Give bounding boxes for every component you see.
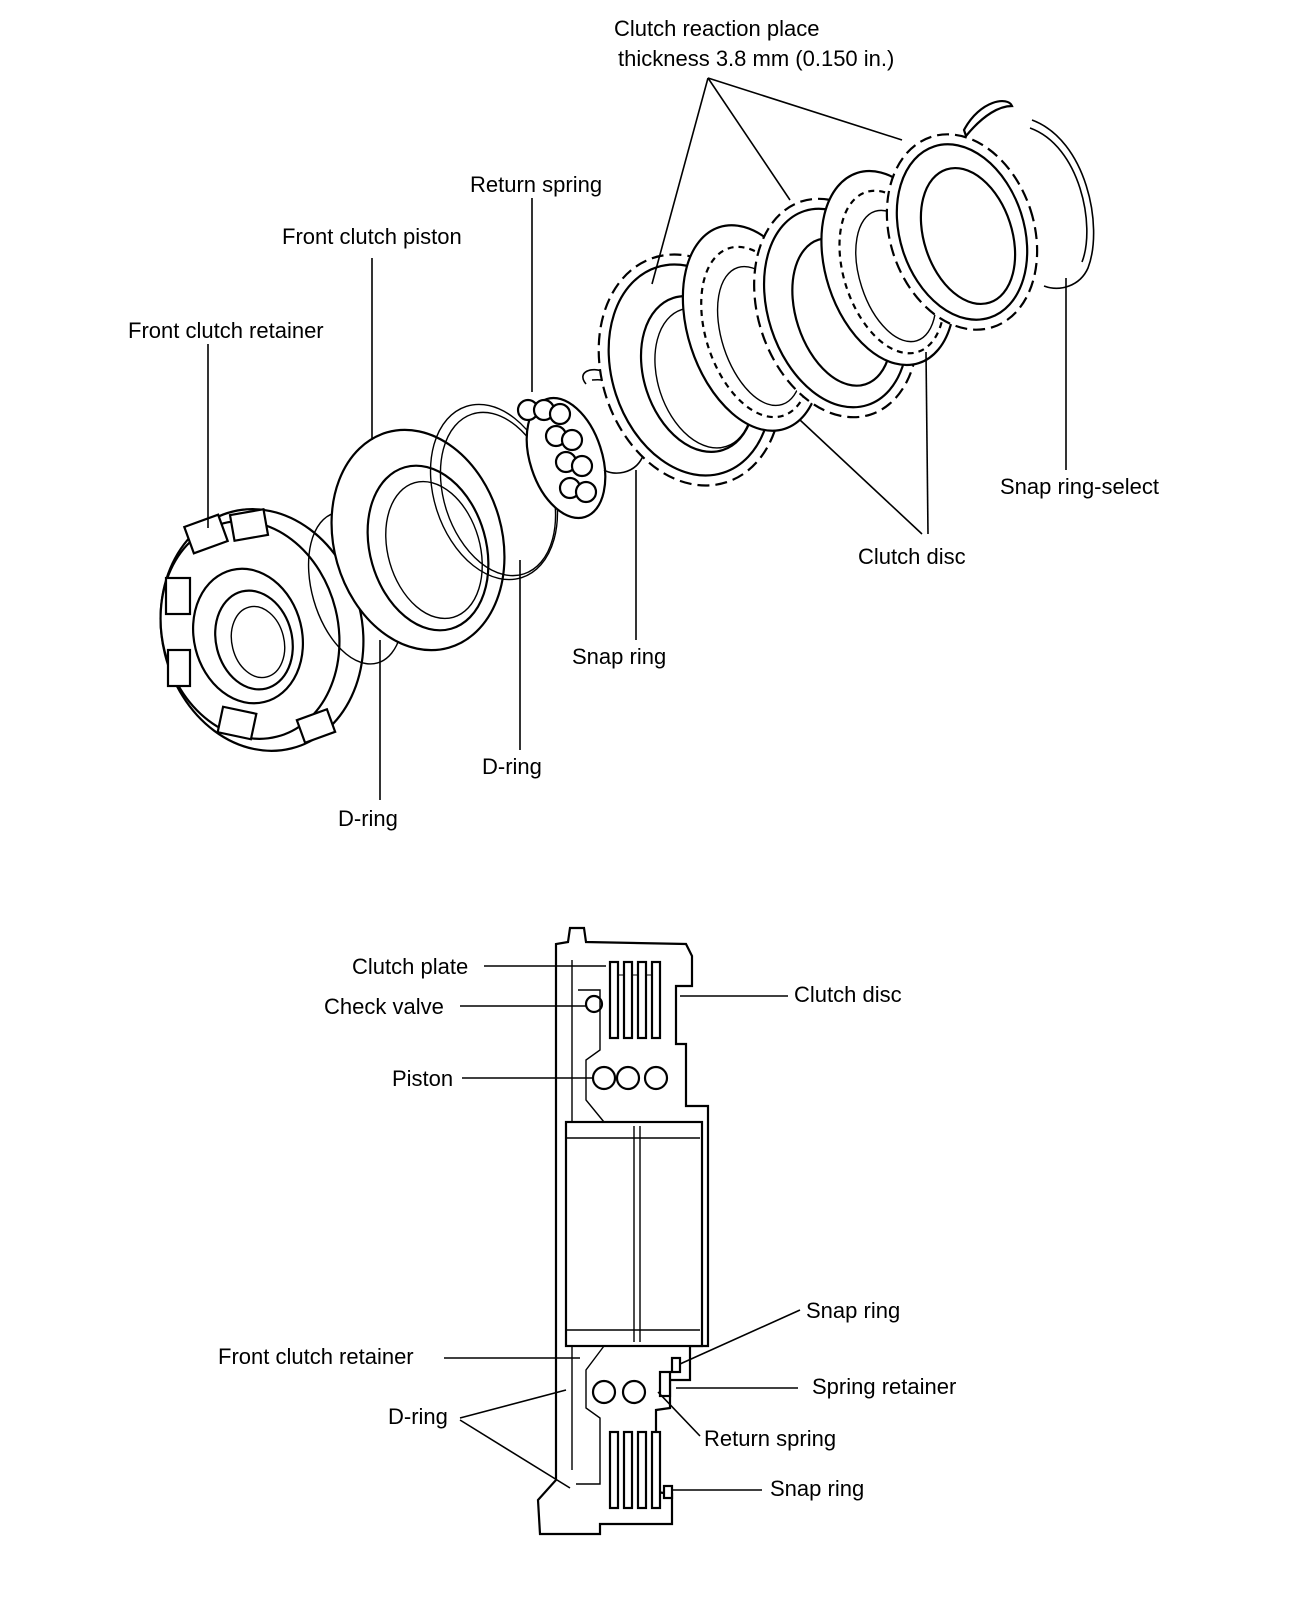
upper-clutch-pack bbox=[608, 960, 662, 1040]
exploded-view: Clutch reaction place thickness 3.8 mm (… bbox=[128, 16, 1159, 831]
label-snap-ring-select: Snap ring-select bbox=[1000, 474, 1159, 499]
label-section-snap-ring-lower: Snap ring bbox=[770, 1476, 864, 1501]
label-d-ring-outer: D-ring bbox=[338, 806, 398, 831]
section-view: Clutch plate Check valve Piston Clutch d… bbox=[218, 926, 956, 1536]
center-bore bbox=[564, 1120, 704, 1348]
label-clutch-disc: Clutch disc bbox=[858, 544, 966, 569]
label-clutch-reaction-plate-2: thickness 3.8 mm (0.150 in.) bbox=[618, 46, 894, 71]
label-front-clutch-piston: Front clutch piston bbox=[282, 224, 462, 249]
snap-ring-select-part bbox=[962, 100, 1014, 139]
label-snap-ring: Snap ring bbox=[572, 644, 666, 669]
lower-return-springs bbox=[591, 1379, 647, 1405]
label-section-d-ring: D-ring bbox=[388, 1404, 448, 1429]
label-section-return-spring: Return spring bbox=[704, 1426, 836, 1451]
label-section-clutch-disc: Clutch disc bbox=[794, 982, 902, 1007]
label-return-spring: Return spring bbox=[470, 172, 602, 197]
snap-ring-upper-part bbox=[670, 1356, 682, 1374]
clutch-reaction-plate-3 bbox=[885, 133, 1039, 331]
label-section-front-clutch-retainer: Front clutch retainer bbox=[218, 1344, 414, 1369]
front-clutch-piston-part bbox=[330, 428, 506, 652]
exploded-leaders bbox=[207, 77, 1067, 800]
label-check-valve: Check valve bbox=[324, 994, 444, 1019]
check-valve-part bbox=[584, 994, 604, 1014]
lower-clutch-pack bbox=[608, 1430, 662, 1510]
upper-return-springs bbox=[591, 1065, 669, 1091]
piston-lower-part bbox=[576, 1345, 605, 1485]
label-clutch-reaction-plate-1: Clutch reaction place bbox=[614, 16, 819, 41]
front-clutch-retainer-part bbox=[159, 507, 365, 752]
label-spring-retainer: Spring retainer bbox=[812, 1374, 956, 1399]
label-piston: Piston bbox=[392, 1066, 453, 1091]
section-leaders bbox=[444, 965, 801, 1491]
return-spring-part bbox=[516, 396, 607, 520]
piston-upper-part bbox=[578, 989, 605, 1123]
label-clutch-plate: Clutch plate bbox=[352, 954, 468, 979]
spring-retainer-part bbox=[658, 1370, 672, 1398]
snap-ring-lower-part bbox=[662, 1484, 674, 1500]
label-d-ring-inner: D-ring bbox=[482, 754, 542, 779]
label-front-clutch-retainer: Front clutch retainer bbox=[128, 318, 324, 343]
label-section-snap-ring-upper: Snap ring bbox=[806, 1298, 900, 1323]
